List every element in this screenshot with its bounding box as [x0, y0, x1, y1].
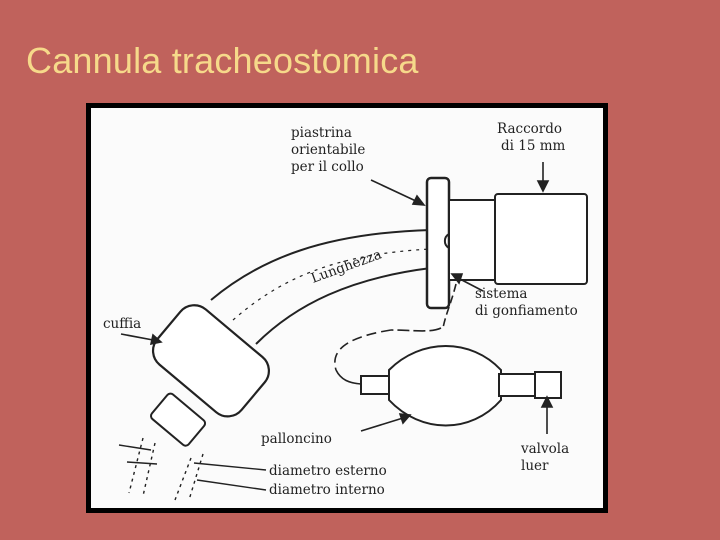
pointer-arrows: [120, 162, 554, 434]
cuff: [151, 304, 270, 418]
label-cuffia: cuffia: [103, 316, 141, 332]
label-raccordo-line2: di 15 mm: [501, 138, 566, 154]
label-valvola-line2: luer: [521, 458, 549, 474]
tube-tip: [149, 392, 207, 447]
diagram-frame: piastrina orientabile per il collo Racco…: [86, 103, 608, 513]
label-sistema-line1: sistema: [475, 286, 527, 302]
label-valvola-line1: valvola: [520, 441, 569, 457]
diameter-pointers: [118, 444, 267, 491]
connector-15mm: [443, 193, 588, 285]
pilot-balloon: [360, 345, 562, 427]
label-diametro-esterno: diametro esterno: [269, 463, 387, 479]
tube-shaft: [210, 229, 432, 345]
diameter-lines: [128, 437, 204, 501]
label-sistema-line2: di gonfiamento: [475, 303, 578, 319]
inflation-line: [334, 283, 457, 385]
label-diametro-interno: diametro interno: [269, 482, 385, 498]
slide-title: Cannula tracheostomica: [26, 40, 419, 81]
label-lunghezza: Lunghezza: [309, 246, 384, 286]
label-piastrina-line3: per il collo: [291, 159, 364, 175]
label-piastrina-line1: piastrina: [291, 125, 352, 141]
label-piastrina-line2: orientabile: [291, 142, 365, 158]
label-palloncino: palloncino: [261, 431, 332, 447]
diagram-canvas: piastrina orientabile per il collo Racco…: [91, 108, 603, 508]
label-raccordo-line1: Raccordo: [497, 121, 562, 137]
tracheostomy-tube-diagram: piastrina orientabile per il collo Racco…: [103, 121, 588, 501]
